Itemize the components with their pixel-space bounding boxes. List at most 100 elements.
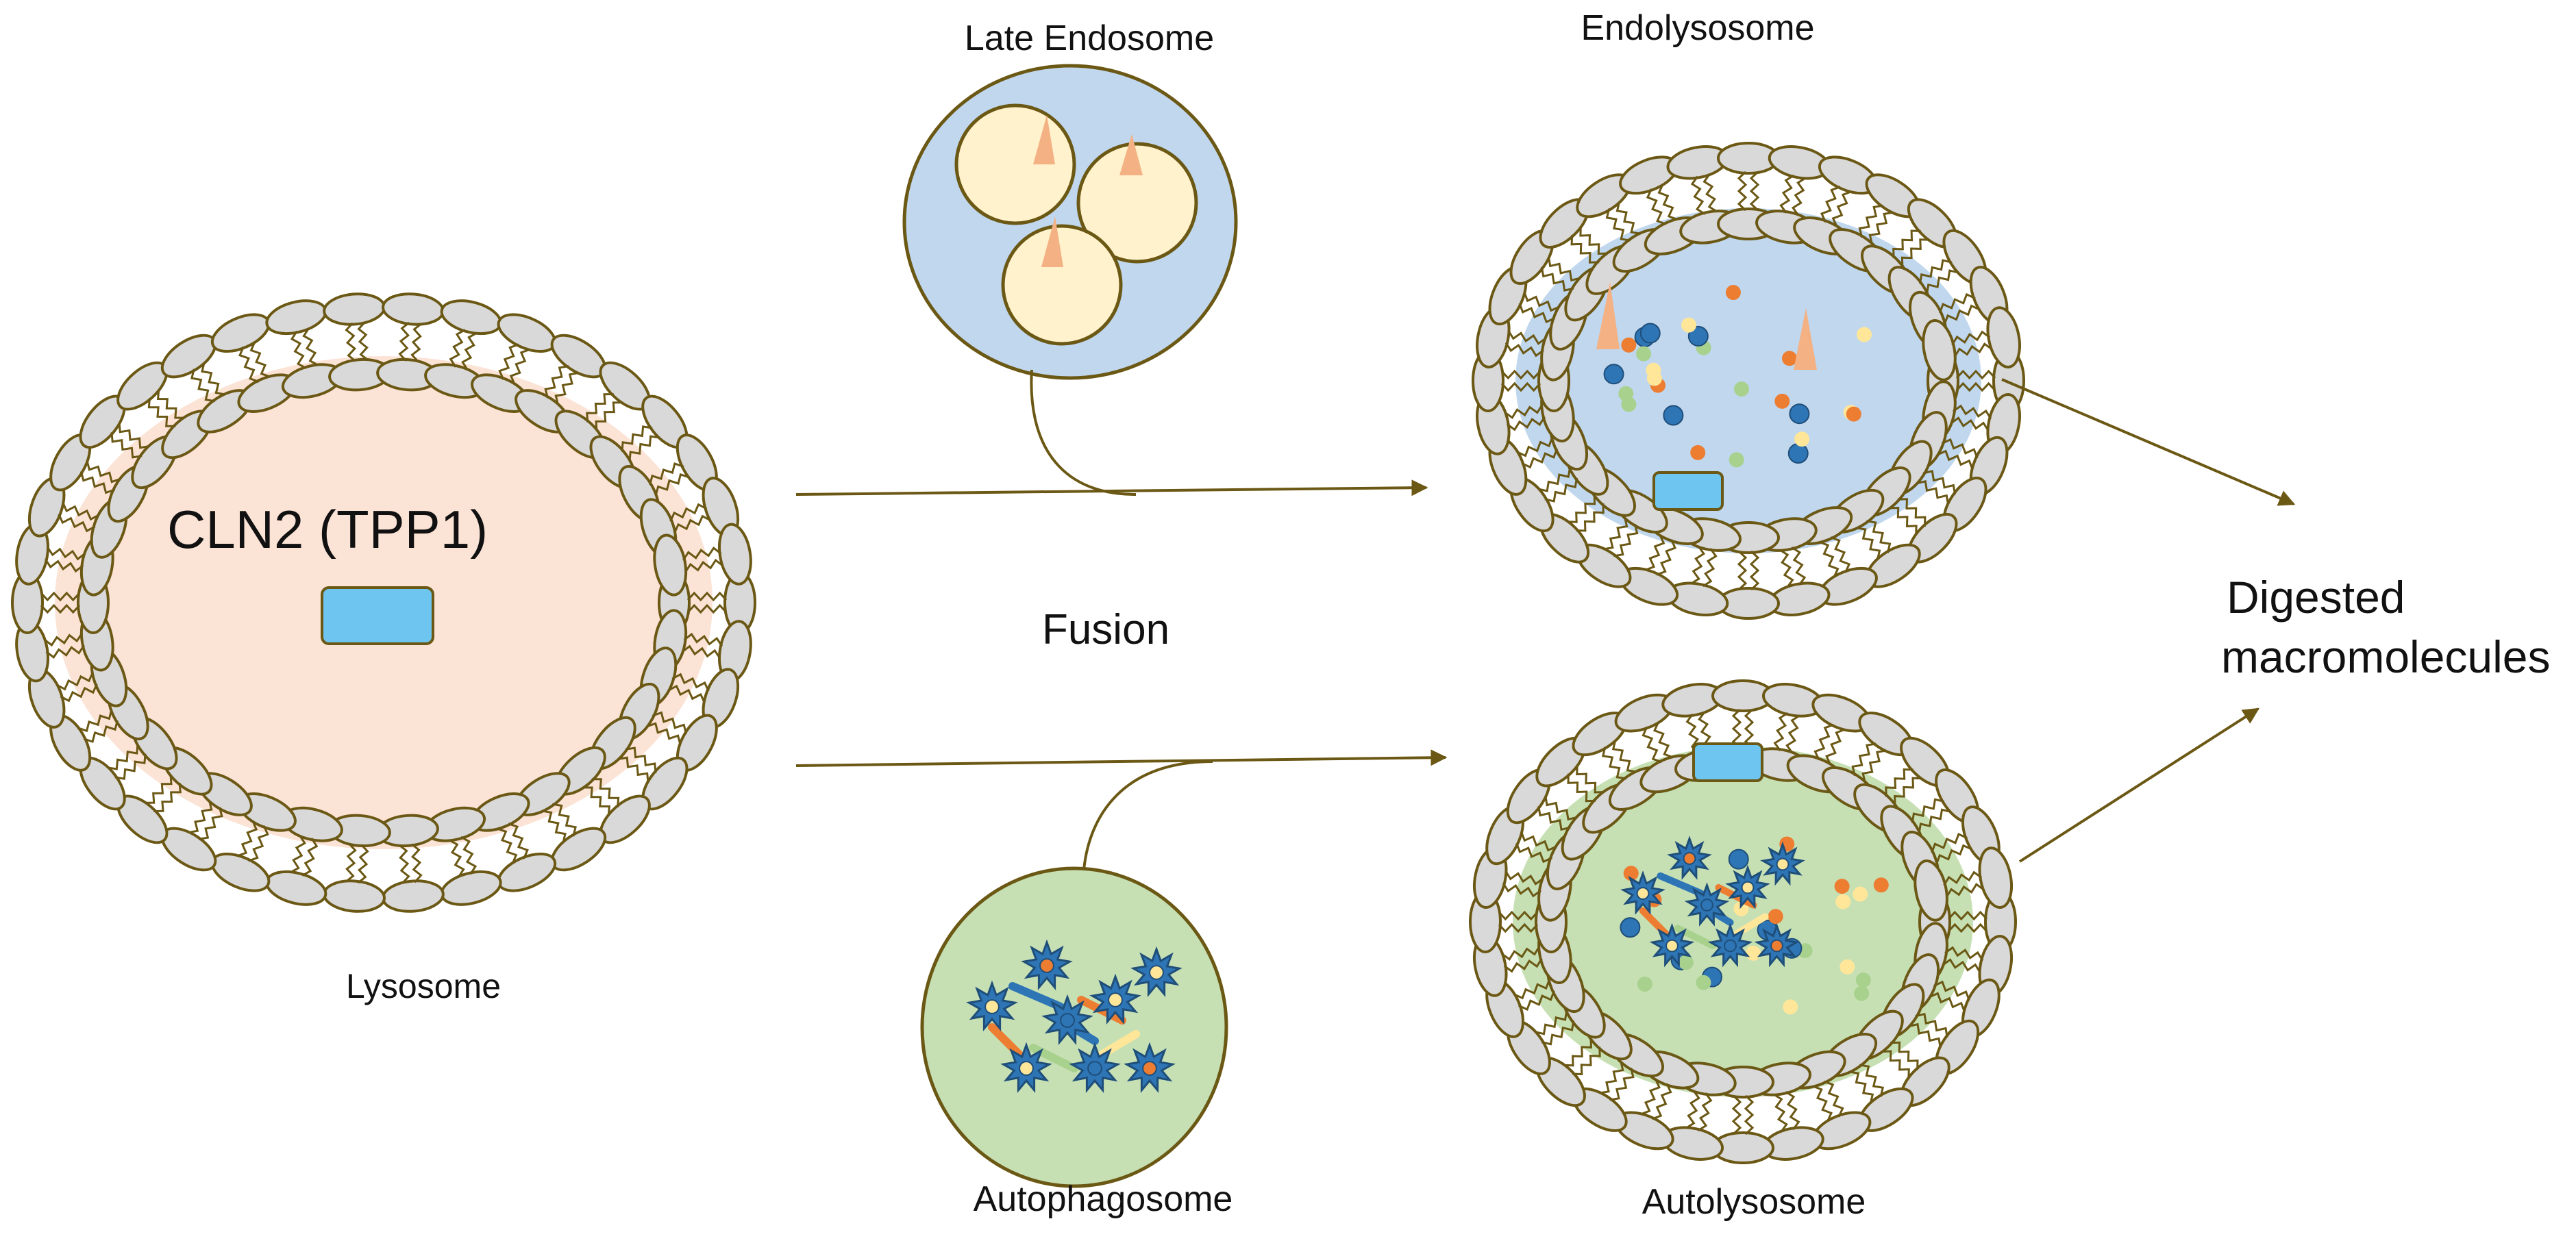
phospholipid-icon — [424, 299, 502, 399]
autolysosome-lumen — [1513, 746, 1973, 1097]
cone-icon — [1119, 134, 1143, 175]
star-icon — [1684, 882, 1730, 927]
molecule-dot — [1621, 397, 1637, 412]
rod-fragment — [988, 1023, 1024, 1059]
fusion-label: Fusion — [1042, 606, 1169, 653]
molecule-dot — [1728, 849, 1749, 870]
star-icon — [1000, 1042, 1052, 1094]
autophagosome — [920, 866, 1228, 1188]
molecule-dot — [1636, 346, 1652, 362]
molecule-dot — [1846, 406, 1861, 422]
endosome-vesicle — [1076, 142, 1198, 264]
molecule-dot — [1603, 364, 1624, 385]
endolysosome-lumen — [1515, 208, 1981, 553]
phospholipid-icon — [265, 806, 343, 906]
molecule-dot — [1729, 452, 1744, 468]
molecule-dot — [1687, 325, 1709, 347]
endosome-vesicle — [1001, 224, 1123, 346]
star-icon — [1041, 994, 1093, 1046]
star-icon — [966, 980, 1018, 1032]
phospholipid-icon — [471, 313, 557, 413]
star-icon — [1754, 922, 1800, 968]
molecule-dot — [1620, 917, 1641, 938]
molecule-dot — [1734, 381, 1750, 397]
molecule-dot — [1678, 955, 1694, 970]
endolysosome-dots — [1603, 285, 1872, 468]
molecule-dot — [1853, 886, 1868, 902]
phospholipid-icon — [1793, 155, 1878, 255]
endosome-vesicle — [954, 103, 1076, 225]
molecule-dot — [1637, 977, 1652, 992]
phospholipid-icon — [471, 792, 557, 892]
phospholipid-icon — [424, 806, 502, 906]
phospholipid-icon — [323, 814, 391, 913]
autolysosome — [1469, 679, 2017, 1164]
autophagosome-cargo — [966, 939, 1182, 1094]
phospholipid-icon — [1711, 1066, 1774, 1164]
star-icon — [1667, 836, 1712, 880]
phospholipid-icon — [1914, 846, 2013, 922]
digested-label-line1: Digested — [2227, 572, 2405, 623]
molecule-dot — [1840, 959, 1855, 975]
late-endosome — [902, 64, 1238, 380]
phospholipid-icon — [376, 292, 445, 392]
star-icon — [1620, 870, 1665, 915]
molecule-dot — [1746, 945, 1761, 961]
molecule-dot — [1733, 901, 1749, 916]
autolysosome-label: Autolysosome — [1642, 1182, 1866, 1222]
cone-icon — [1794, 308, 1817, 370]
star-icon — [1649, 922, 1695, 968]
star-icon — [1089, 973, 1141, 1025]
molecule-dot — [1854, 985, 1870, 1001]
molecule-dot — [1663, 405, 1684, 426]
star-icon — [1130, 946, 1182, 998]
enzyme-label: CLN2 (TPP1) — [167, 499, 488, 560]
star-icon — [1725, 864, 1770, 909]
cone-icon — [1033, 115, 1055, 164]
late-endosome-label: Late Endosome — [965, 18, 1214, 58]
arrow-autolysosome-to-digested — [2018, 707, 2260, 863]
molecule-dot — [1690, 444, 1706, 460]
molecule-dot — [1768, 909, 1783, 925]
phospholipid-icon — [1908, 411, 2009, 496]
phospholipid-icon — [265, 299, 343, 399]
molecule-dot — [1794, 431, 1810, 447]
star-icon — [1707, 922, 1753, 968]
star-icon — [1069, 1042, 1121, 1094]
autophagosome-label: Autophagosome — [974, 1179, 1233, 1219]
connector-autophagosome — [1082, 760, 1213, 870]
arrow-lysosome-to-autolysosome — [795, 749, 1448, 767]
molecule-dot — [1639, 323, 1661, 344]
autolysosome-cargo — [1620, 836, 1805, 968]
digested-label-line2: macromolecules — [2221, 631, 2551, 682]
molecule-dot — [1621, 337, 1637, 353]
phospholipid-icon — [653, 523, 752, 597]
molecule-dot — [1646, 371, 1662, 386]
endolysosome-label: Endolysosome — [1581, 8, 1814, 48]
molecule-dot — [1789, 403, 1810, 425]
cone-icon — [1596, 282, 1620, 349]
star-icon — [1021, 939, 1073, 991]
star-icon — [1124, 1042, 1176, 1094]
molecule-dot — [1834, 879, 1850, 894]
lysosome: CLN2 (TPP1) — [11, 292, 756, 913]
cln2-enzyme-rect — [1692, 742, 1763, 782]
cln2-enzyme-rect — [321, 586, 434, 645]
lysosome-membrane — [11, 292, 756, 913]
phospholipid-icon — [1922, 306, 2021, 381]
endolysosome — [1472, 142, 2025, 620]
molecule-dot — [1774, 393, 1790, 409]
connector-late-endosome — [1030, 369, 1137, 496]
star-icon — [1760, 841, 1805, 886]
cln2-enzyme-rect — [1652, 471, 1724, 511]
molecule-dot — [1781, 351, 1797, 366]
molecule-dot — [1681, 317, 1697, 333]
arrow-lysosome-to-endolysosome — [795, 479, 1428, 497]
cone-icon — [1041, 216, 1063, 267]
phospholipid-icon — [376, 814, 445, 913]
arrow-endolysosome-to-digested — [2001, 378, 2296, 506]
endolysosome-membrane — [1472, 142, 2025, 620]
molecule-dot — [1855, 972, 1871, 988]
molecule-dot — [1873, 877, 1889, 893]
